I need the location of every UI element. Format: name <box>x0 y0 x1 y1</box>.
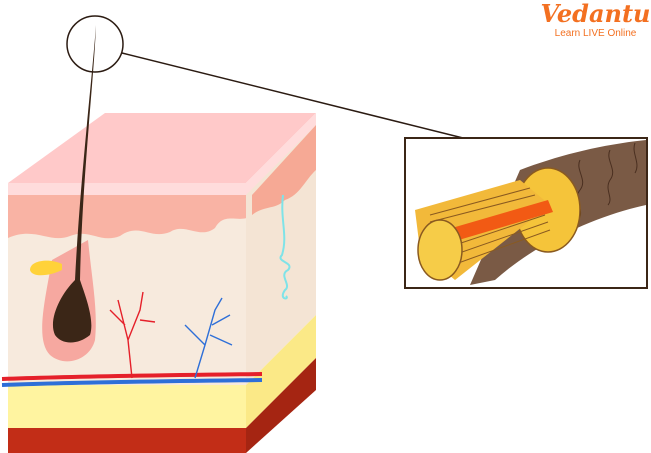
vein <box>1 378 263 387</box>
vedantu-logo: Vedantu Learn LIVE Online <box>540 0 651 40</box>
logo-tagline: Learn LIVE Online <box>554 28 637 39</box>
skin-top-edge <box>8 113 316 195</box>
capillary-blue <box>184 297 233 379</box>
medulla <box>445 200 553 242</box>
skin-cross-section <box>1 25 316 453</box>
artery <box>1 372 263 381</box>
cuticle-lines <box>553 142 638 221</box>
logo-brand: Vedantu <box>540 0 651 28</box>
epidermis-side <box>252 125 316 215</box>
fat-layer-side <box>246 315 316 428</box>
capillary-red <box>109 291 156 379</box>
muscle-layer-front <box>8 428 246 453</box>
muscle-layer-side <box>246 358 316 453</box>
sebaceous-gland <box>30 260 62 276</box>
epidermis-front <box>8 195 252 239</box>
sweat-gland <box>279 194 291 300</box>
cortex-cells <box>417 219 463 281</box>
hair-shaft <box>52 25 96 343</box>
magnifier-line <box>121 52 464 139</box>
magnifier-circle <box>66 15 124 73</box>
hair-shaft-inset <box>404 137 648 289</box>
cortex-fibers <box>429 187 551 267</box>
fat-layer-front <box>8 385 246 428</box>
